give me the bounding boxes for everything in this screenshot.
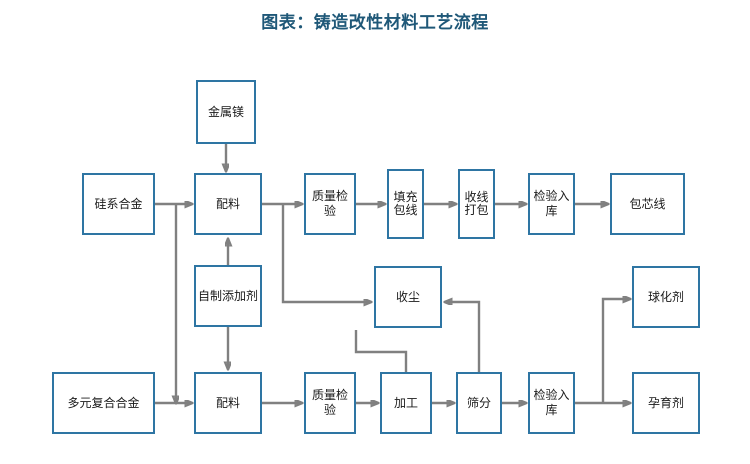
node-label: 金属镁: [207, 104, 244, 119]
node-self-made-additive[interactable]: 自制添加剂: [194, 265, 262, 327]
node-processing[interactable]: 加工: [380, 372, 432, 434]
node-screening[interactable]: 筛分: [456, 372, 502, 434]
node-label: 填充包线: [393, 189, 418, 217]
node-label: 筛分: [466, 395, 491, 410]
node-silicon-alloy[interactable]: 硅系合金: [82, 173, 155, 235]
node-filling-cored-wire[interactable]: 填充包线: [387, 169, 424, 239]
node-winding-packing[interactable]: 收线打包: [458, 169, 495, 239]
node-label: 质量检验: [311, 189, 348, 218]
node-label: 孕育剂: [647, 395, 684, 410]
node-label: 质量检验: [311, 388, 348, 417]
node-label: 多元复合合金: [67, 395, 140, 410]
node-metallic-magnesium[interactable]: 金属镁: [196, 80, 256, 144]
node-quality-inspection-bottom[interactable]: 质量检验: [304, 372, 356, 434]
node-inoculant[interactable]: 孕育剂: [632, 372, 700, 434]
edge-processing-to-dust: [354, 330, 408, 372]
edge-inspection-bottom-to-nodulizer: [601, 299, 630, 403]
edge-screening-to-dust: [445, 302, 481, 372]
node-label: 球化剂: [647, 289, 684, 304]
page-title: 图表：铸造改性材料工艺流程: [261, 13, 489, 32]
node-label: 收线打包: [464, 189, 489, 217]
node-batching-bottom[interactable]: 配料: [194, 372, 262, 434]
node-label: 检验入库: [533, 189, 570, 218]
node-label: 自制添加剂: [198, 288, 259, 303]
node-label: 包芯线: [629, 196, 666, 211]
node-label: 加工: [393, 395, 418, 410]
node-inspection-warehousing-bottom[interactable]: 检验入库: [528, 372, 575, 434]
node-label: 检验入库: [533, 388, 570, 417]
node-cored-wire[interactable]: 包芯线: [610, 173, 685, 235]
node-inspection-warehousing-top[interactable]: 检验入库: [528, 173, 575, 235]
node-quality-inspection-top[interactable]: 质量检验: [304, 173, 356, 235]
node-multicomponent-composite-alloy[interactable]: 多元复合合金: [52, 372, 155, 434]
node-nodulizer[interactable]: 球化剂: [632, 266, 700, 328]
node-dust-collection[interactable]: 收尘: [374, 266, 442, 328]
node-label: 配料: [215, 395, 240, 410]
node-label: 硅系合金: [94, 196, 143, 211]
node-label: 配料: [215, 196, 240, 211]
node-label: 收尘: [395, 289, 420, 304]
node-batching-top[interactable]: 配料: [194, 173, 262, 235]
